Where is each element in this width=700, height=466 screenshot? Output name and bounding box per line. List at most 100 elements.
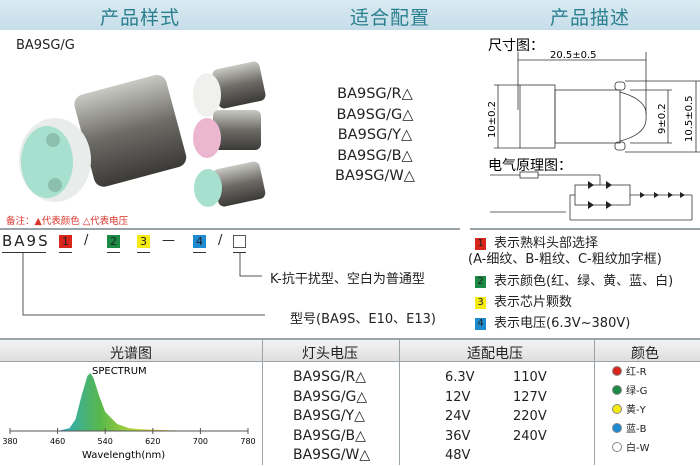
product-note: 备注：▲代表颜色 △代表电压 xyxy=(6,216,129,227)
header-product-desc: 产品描述 xyxy=(549,7,631,29)
voltage: 110V xyxy=(513,370,547,385)
color-dot-icon xyxy=(612,404,622,414)
section-header-bar: 产品样式 适合配置 产品描述 xyxy=(0,0,700,30)
legend-item-2: 2 表示颜色(红、绿、黄、蓝、白) xyxy=(475,274,673,290)
product-model: BA9SG/G xyxy=(16,38,75,53)
legend-badge: 4 xyxy=(475,318,486,330)
underline xyxy=(2,252,46,253)
color-label: 黄-Y xyxy=(626,405,646,416)
chart-title: SPECTRUM xyxy=(92,366,147,377)
voltage: 6.3V xyxy=(445,370,475,385)
underline xyxy=(137,252,150,253)
lamp-item: BA9SG/B△ xyxy=(293,427,366,444)
color-label: 蓝-B xyxy=(626,424,647,435)
voltage: 240V xyxy=(513,428,547,444)
underline xyxy=(59,252,72,253)
legend-text: 表示颜色(红、绿、黄、蓝、白) xyxy=(494,274,674,289)
spectrum-chart: SPECTRUM 380 460 540 620 700 780 Wavelength(n… xyxy=(2,366,255,461)
th-fit-voltage: 适配电压 xyxy=(467,346,523,362)
color-blue: 蓝-B xyxy=(612,423,646,436)
slot-1: 1 xyxy=(59,235,72,248)
color-label: 红-R xyxy=(626,367,647,378)
underline xyxy=(107,252,120,253)
legend-badge: 1 xyxy=(475,238,486,250)
color-white: 白-W xyxy=(612,442,650,455)
divider xyxy=(0,228,460,230)
legend-item-1: 1 表示熟料头部选择 xyxy=(475,236,598,252)
x-tick-label: 780 xyxy=(240,437,255,446)
col-divider xyxy=(399,338,400,465)
th-spectrum: 光谱图 xyxy=(110,346,152,362)
legend-badge: 3 xyxy=(475,297,486,309)
col-divider xyxy=(594,338,595,465)
large-lamp-image xyxy=(19,74,187,202)
voltage-list-b: 110V 127V 220V 240V xyxy=(513,368,547,446)
col-divider xyxy=(262,338,263,465)
circuit-diagram xyxy=(490,171,693,221)
color-red: 红-R xyxy=(612,366,647,379)
voltage: 12V xyxy=(445,389,471,405)
fit-model: BA9SG/W△ xyxy=(335,168,415,184)
dimension-title: 尺寸图： xyxy=(488,38,544,54)
header-fit-config: 适合配置 xyxy=(349,7,431,29)
color-dot-icon xyxy=(612,442,622,452)
legend-text: 表示熟料头部选择 xyxy=(494,236,599,251)
lamp-item: BA9SG/W△ xyxy=(293,447,371,463)
x-tick-label: 460 xyxy=(50,437,65,446)
header-product-style: 产品样式 xyxy=(99,7,181,29)
fit-model: BA9SG/G△ xyxy=(336,106,414,123)
color-green: 绿-G xyxy=(612,385,647,398)
legend-text: 表示电压(6.3V~380V) xyxy=(494,316,631,331)
sep: — xyxy=(162,233,175,248)
x-axis-label: Wavelength(nm) xyxy=(82,450,165,461)
color-dot-icon xyxy=(612,366,622,376)
lamp-item: BA9SG/G△ xyxy=(293,388,368,405)
voltage: 127V xyxy=(513,389,547,405)
underline xyxy=(193,252,206,253)
x-tick-label: 700 xyxy=(193,437,208,446)
pink-lamp-image xyxy=(193,110,261,158)
lamp-item: BA9SG/R△ xyxy=(293,369,367,385)
dimension-drawing: 尺寸图： 20.5±0.5 10±0.2 9±0.2 10.5±0.5 电气原理… xyxy=(487,38,700,221)
fit-model: BA9SG/Y△ xyxy=(337,127,413,143)
slot-3: 3 xyxy=(137,235,150,248)
fit-model: BA9SG/B△ xyxy=(337,147,413,164)
legend-item-3: 3 表示芯片颗数 xyxy=(475,295,572,311)
sep: / xyxy=(218,233,223,248)
color-label: 绿-G xyxy=(626,386,648,397)
lamp-list: BA9SG/R△ BA9SG/G△ BA9SG/Y△ BA9SG/B△ BA9S… xyxy=(293,368,370,466)
code-prefix: BA9S xyxy=(2,232,50,250)
circuit-title: 电气原理图： xyxy=(488,158,572,174)
dia-105-label: 10.5±0.5 xyxy=(684,95,695,142)
color-yellow: 黄-Y xyxy=(612,404,646,417)
table-header: 光谱图 灯头电压 适配电压 颜色 xyxy=(0,338,700,362)
slot-2: 2 xyxy=(107,235,120,248)
sep: / xyxy=(84,233,89,248)
voltage-list-a: 6.3V 12V 24V 36V 48V xyxy=(445,368,475,466)
legend-badge: 2 xyxy=(475,276,486,288)
color-dot-icon xyxy=(612,385,622,395)
x-tick-label: 380 xyxy=(2,437,17,446)
k-note: K-抗干扰型、空白为普通型 xyxy=(270,272,425,287)
dia-10-label: 10±0.2 xyxy=(487,101,498,138)
voltage: 24V xyxy=(445,409,471,424)
x-tick-label: 540 xyxy=(98,437,113,446)
type-note: 型号(BA9S、E10、E13) xyxy=(290,312,436,327)
legend-text: 表示芯片颗数 xyxy=(494,295,573,310)
lamp-item: BA9SG/Y△ xyxy=(293,408,365,424)
color-dot-icon xyxy=(612,423,622,433)
slot-k xyxy=(233,235,246,248)
fit-model: BA9SG/R△ xyxy=(337,86,413,102)
fit-model-list: BA9SG/R△ BA9SG/G△ BA9SG/Y△ BA9SG/B△ BA9S… xyxy=(335,84,415,187)
underline xyxy=(233,252,246,253)
length-label: 20.5±0.5 xyxy=(550,50,597,61)
legend-item-4: 4 表示电压(6.3V~380V) xyxy=(475,316,630,332)
green-lamp-image xyxy=(194,161,266,207)
callout-lines xyxy=(22,253,265,316)
red-lamp-image xyxy=(193,61,266,117)
th-lamp-voltage: 灯头电压 xyxy=(302,346,358,362)
slot-4: 4 xyxy=(193,235,206,248)
color-label: 白-W xyxy=(626,443,650,454)
x-tick-label: 620 xyxy=(145,437,160,446)
voltage: 220V xyxy=(513,409,547,424)
